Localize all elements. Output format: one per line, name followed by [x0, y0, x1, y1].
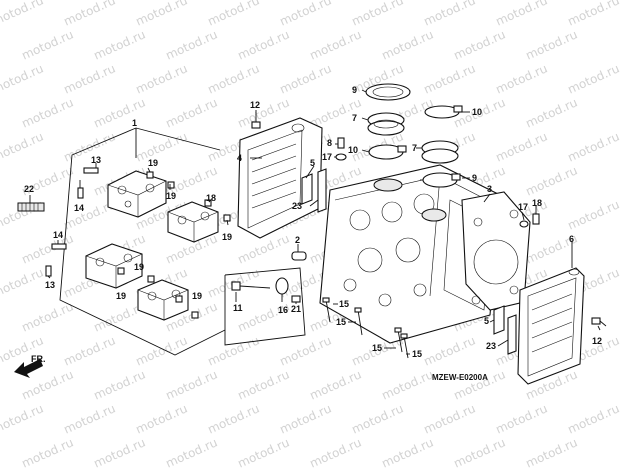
callout-7-left: 7: [352, 113, 357, 123]
callout-18-right: 18: [532, 198, 542, 208]
cylinder-head-gasket: [461, 191, 531, 311]
callout-14-upper: 14: [74, 203, 84, 213]
callout-19-d: 19: [134, 262, 144, 272]
rocker-holder-lower-left: [85, 243, 143, 289]
cylinder-head: [319, 164, 501, 344]
callout-6: 6: [569, 234, 574, 244]
bolt-group-bracket: [224, 267, 306, 346]
rocker-holder-group-bracket: [59, 127, 226, 356]
callout-22: 22: [24, 184, 34, 194]
callout-13-lower: 13: [45, 280, 55, 290]
cover-bolt-lower: [591, 317, 607, 327]
callout-13-upper: 13: [91, 155, 101, 165]
insulator-right: [421, 105, 463, 188]
callout-2: 2: [295, 235, 300, 245]
insulator-clamp-10-upper: [368, 144, 407, 160]
callout-16: 16: [278, 305, 288, 315]
dowel-pin: [291, 251, 307, 261]
insulator-upper: [365, 83, 411, 101]
front-direction-arrow: [14, 359, 43, 378]
washer-16: [275, 277, 289, 295]
callout-15-d: 15: [412, 349, 422, 359]
head-bolt-long: [231, 281, 271, 291]
callout-18-left: 18: [206, 193, 216, 203]
callout-19-c: 19: [222, 232, 232, 242]
callout-15-b: 15: [336, 317, 346, 327]
callout-19-b: 19: [166, 191, 176, 201]
callout-19-e: 19: [116, 291, 126, 301]
rocker-holder-upper-right: [167, 201, 219, 243]
callout-9-lower: 9: [472, 173, 477, 183]
sealing-bolt-center: [335, 137, 347, 161]
cover-packing-front: [493, 305, 517, 355]
spark-plug: [17, 202, 45, 212]
callout-19-a: 19: [148, 158, 158, 168]
callout-9-upper: 9: [352, 85, 357, 95]
callout-17-right: 17: [518, 202, 528, 212]
callout-11: 11: [233, 303, 243, 313]
callout-12-upper: 12: [250, 100, 260, 110]
callout-4: 4: [237, 153, 242, 163]
rocker-holder-lower-right: [137, 279, 189, 321]
rocker-holder-upper-left: [107, 170, 167, 218]
callout-15-a: 15: [339, 299, 349, 309]
nut-21: [291, 295, 301, 303]
callout-5-upper: 5: [310, 158, 315, 168]
callout-23-upper: 23: [292, 201, 302, 211]
diagram-code: MZEW-E0200A: [432, 373, 488, 382]
cover-packing-rear: [301, 168, 327, 213]
insulator-clamp-9-upper: [367, 112, 405, 136]
callout-14-lower: 14: [53, 230, 63, 240]
sealing-bolt-right: [519, 213, 540, 228]
leader-lines: [29, 89, 601, 355]
callout-15-c: 15: [372, 343, 382, 353]
callout-labels: 1 2 3 4 5 5 6 7 7 8 9 9 10 10 11 12 12 1…: [24, 85, 602, 359]
callout-5-lower: 5: [484, 316, 489, 326]
callout-19-f: 19: [192, 291, 202, 301]
callout-1: 1: [132, 118, 137, 128]
callout-8: 8: [327, 138, 332, 148]
direction-label: FR.: [31, 354, 46, 364]
callout-10-left: 10: [348, 145, 358, 155]
cylinder-head-cover-front: [517, 267, 585, 385]
callout-3: 3: [487, 184, 492, 194]
callout-10-right: 10: [472, 107, 482, 117]
callout-17-center: 17: [322, 152, 332, 162]
holder-bolts: [45, 167, 231, 319]
cylinder-head-cover-rear: [237, 117, 323, 239]
cover-bolt-upper: [251, 112, 261, 129]
stud-bolts: [322, 297, 409, 359]
callout-23-lower: 23: [486, 341, 496, 351]
callout-21: 21: [291, 304, 301, 314]
callout-12-lower: 12: [592, 336, 602, 346]
callout-7-right: 7: [412, 143, 417, 153]
